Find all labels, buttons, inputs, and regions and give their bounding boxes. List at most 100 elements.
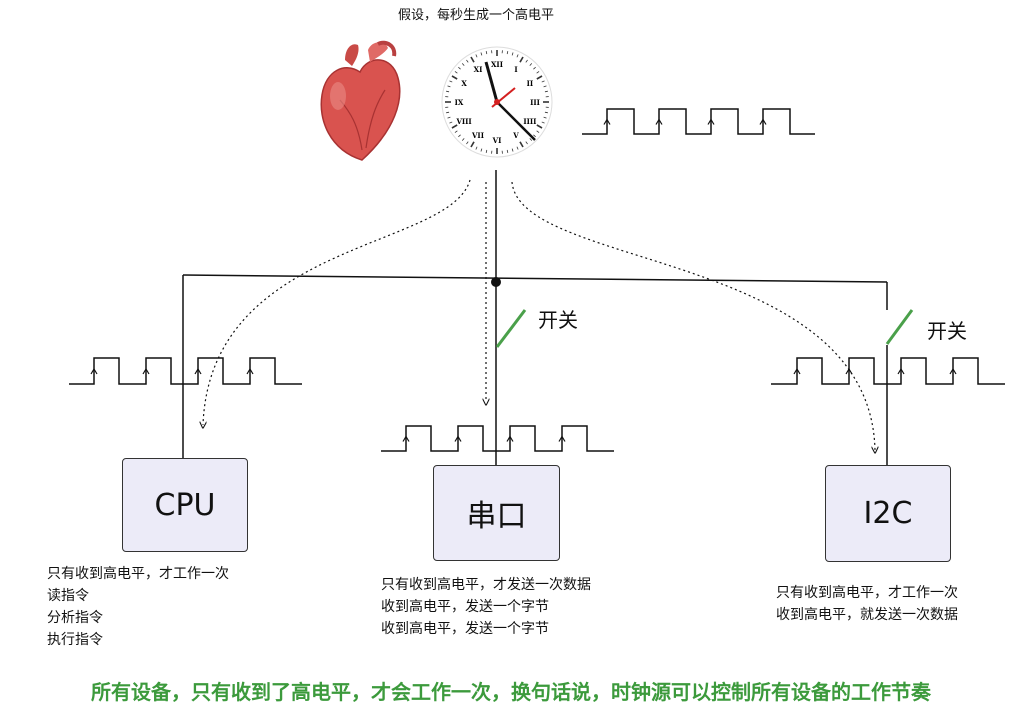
clock-tick bbox=[511, 148, 514, 152]
clock-numeral: VI bbox=[492, 136, 502, 145]
clock-tick bbox=[541, 121, 545, 124]
cpu-note-4: 执行指令 bbox=[47, 632, 103, 648]
device-label-serial: 串口 bbox=[466, 499, 527, 534]
clock-tick bbox=[544, 90, 548, 93]
clock-tick bbox=[458, 134, 461, 138]
clock-numeral: VIII bbox=[455, 117, 471, 126]
clock-numeral: XII bbox=[491, 60, 503, 69]
device-label-i2c: I2C bbox=[863, 496, 913, 531]
clock-tick bbox=[543, 85, 547, 88]
square-waves bbox=[69, 108, 1005, 452]
i2c-notes: 只有收到高电平，才工作一次 收到高电平，就发送一次数据 bbox=[776, 582, 958, 626]
rising-edge-arrow bbox=[142, 367, 150, 375]
clock-minute-hand bbox=[496, 101, 536, 141]
rising-edge-arrow bbox=[454, 435, 462, 442]
clock-tick bbox=[511, 52, 514, 56]
clock-tick bbox=[461, 63, 465, 66]
clock-tick bbox=[541, 80, 545, 83]
clock-tick bbox=[451, 124, 458, 129]
clock-tick bbox=[466, 141, 469, 145]
clock-numeral: VII bbox=[471, 131, 484, 140]
switch-label-i2c: 开关 bbox=[927, 319, 967, 343]
clock-tick bbox=[533, 134, 536, 138]
clock-tick bbox=[475, 146, 478, 150]
square-wave-clock bbox=[582, 108, 815, 135]
rising-edge-arrow bbox=[558, 435, 566, 442]
rising-edge-arrow bbox=[246, 367, 254, 375]
clock-tick bbox=[454, 130, 458, 133]
clock-tick-marks bbox=[445, 50, 549, 154]
rising-edge-arrow bbox=[402, 435, 410, 442]
clock-tick bbox=[451, 75, 458, 80]
switch-serial[interactable] bbox=[495, 309, 527, 348]
clock-tick bbox=[446, 111, 450, 114]
device-box-cpu[interactable]: CPU bbox=[122, 458, 248, 552]
clock-tick bbox=[470, 56, 475, 63]
clock-tick bbox=[536, 71, 540, 74]
rising-edge-arrow bbox=[759, 118, 767, 125]
clock-tick bbox=[516, 146, 519, 150]
serial-notes: 只有收到高电平，才发送一次数据 收到高电平，发送一个字节 收到高电平，发送一个字… bbox=[381, 574, 591, 640]
clock-tick bbox=[449, 80, 453, 83]
clock-numeral: V bbox=[512, 131, 519, 140]
clock-tick bbox=[516, 54, 519, 58]
clock-tick bbox=[480, 148, 483, 152]
device-box-serial[interactable]: 串口 bbox=[433, 465, 560, 561]
clock-numeral: X bbox=[461, 79, 467, 88]
clock-tick bbox=[525, 141, 528, 145]
square-wave-serial bbox=[381, 425, 614, 452]
rising-edge-arrow bbox=[793, 367, 801, 375]
dotted-arrows bbox=[203, 179, 875, 450]
clock-numeral: II bbox=[527, 79, 534, 88]
clock-tick bbox=[446, 90, 450, 93]
serial-note-1: 只有收到高电平，才发送一次数据 bbox=[381, 577, 591, 593]
footer-banner: 所有设备，只有收到了高电平，才会工作一次，换句话说，时钟源可以控制所有设备的工作… bbox=[91, 680, 931, 704]
device-box-i2c[interactable]: I2C bbox=[825, 465, 951, 562]
clock-tick bbox=[529, 138, 533, 141]
rising-edge-arrow bbox=[845, 367, 853, 375]
clock-tick bbox=[454, 71, 458, 74]
clock-tick bbox=[529, 63, 533, 66]
clock-tick bbox=[506, 149, 509, 153]
clock-tick bbox=[485, 51, 488, 55]
rising-edge-arrow bbox=[603, 118, 611, 125]
junction-dot bbox=[491, 277, 501, 287]
device-label-cpu: CPU bbox=[154, 487, 216, 523]
clock-tick bbox=[470, 141, 475, 148]
switch-i2c[interactable] bbox=[885, 309, 914, 345]
clock-numeral: XI bbox=[474, 65, 483, 74]
rising-edge-arrow bbox=[90, 367, 98, 375]
clock-tick bbox=[466, 59, 469, 63]
clock-tick bbox=[519, 56, 524, 63]
clock-tick bbox=[475, 54, 478, 58]
i2c-note-1: 只有收到高电平，才工作一次 bbox=[776, 585, 958, 601]
rising-edge-arrow bbox=[897, 367, 905, 375]
clock-numeral: IIII bbox=[523, 117, 536, 126]
clock-tick bbox=[543, 116, 547, 119]
cpu-note-1: 只有收到高电平，才工作一次 bbox=[47, 566, 229, 582]
clock-tick bbox=[458, 66, 461, 70]
header-title: 假设，每秒生成一个高电平 bbox=[398, 8, 555, 23]
clock-numeral: I bbox=[514, 65, 517, 74]
rising-edge-arrow bbox=[194, 367, 202, 375]
clock-tick bbox=[449, 121, 453, 124]
rising-edge-arrow bbox=[949, 367, 957, 375]
serial-note-3: 收到高电平，发送一个字节 bbox=[381, 621, 549, 637]
clock-tick bbox=[536, 124, 543, 129]
rising-edge-arrow bbox=[506, 435, 514, 442]
cpu-notes: 只有收到高电平，才工作一次 读指令 分析指令 执行指令 bbox=[47, 563, 229, 651]
serial-note-2: 收到高电平，发送一个字节 bbox=[381, 599, 549, 615]
clock-tick bbox=[480, 52, 483, 56]
switch-label-serial: 开关 bbox=[538, 308, 578, 332]
clock-tick bbox=[533, 66, 536, 70]
clock-tick bbox=[485, 149, 488, 153]
clock-tick bbox=[525, 59, 528, 63]
cpu-note-2: 读指令 bbox=[47, 588, 89, 604]
rising-edge-arrow bbox=[655, 118, 663, 125]
i2c-note-2: 收到高电平，就发送一次数据 bbox=[776, 607, 958, 623]
rising-edge-arrow bbox=[707, 118, 715, 125]
clock-hour-hand bbox=[484, 61, 499, 103]
clock-numeral: IX bbox=[455, 98, 464, 107]
